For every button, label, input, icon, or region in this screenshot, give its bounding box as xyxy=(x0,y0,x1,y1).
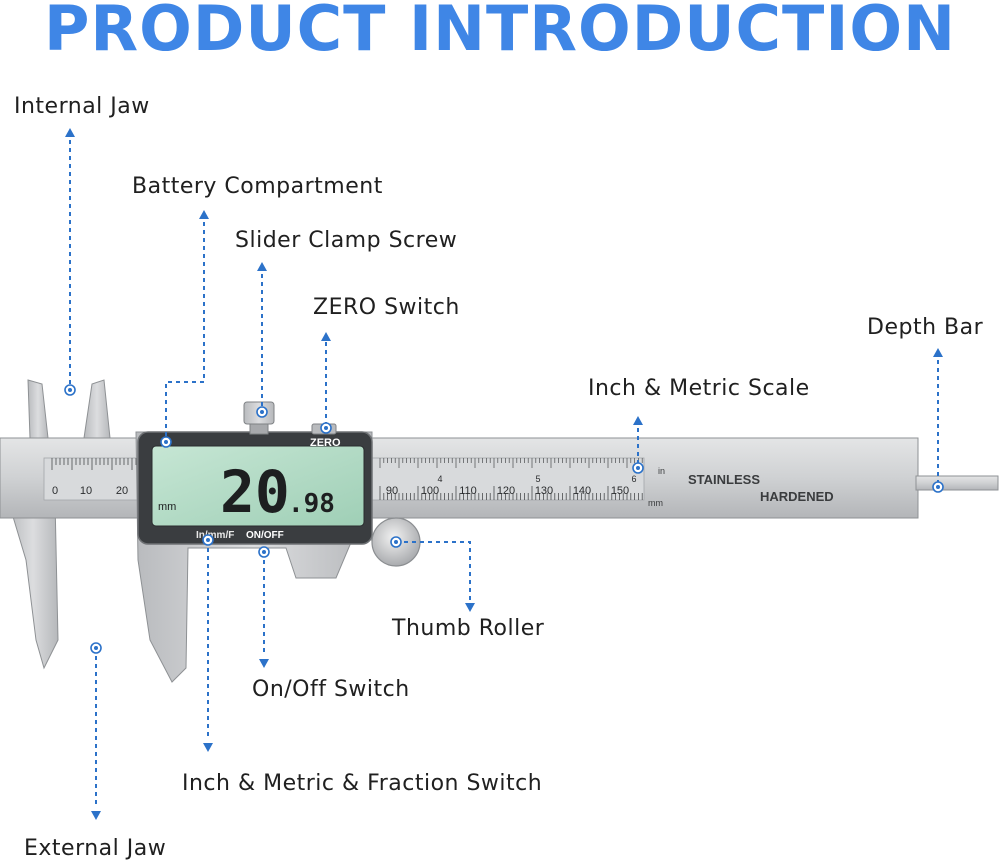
callout-arrow xyxy=(933,348,943,357)
label-external-jaw: External Jaw xyxy=(24,836,167,861)
moving-internal-jaw xyxy=(83,379,111,439)
callout-arrow xyxy=(199,210,209,219)
depth-bar xyxy=(915,475,999,491)
scale-numbers: 0 10 20 90 100 110 120 130 140 150 4 5 6 xyxy=(52,474,637,497)
callout-arrow xyxy=(91,811,101,820)
callout-dot-center xyxy=(262,550,266,554)
callout-dot-center xyxy=(68,388,72,392)
label-battery-compartment: Battery Compartment xyxy=(132,174,383,199)
callout-dot-center xyxy=(206,538,210,542)
label-fraction-switch: Inch & Metric & Fraction Switch xyxy=(182,771,543,796)
callout-dot-center xyxy=(636,466,640,470)
power-button-label: ON/OFF xyxy=(246,530,284,541)
scale-number: 20 xyxy=(116,485,128,497)
scale-number: 140 xyxy=(573,485,591,497)
engraving-stainless: STAINLESS xyxy=(688,472,760,487)
callout-leaders xyxy=(64,128,944,820)
caliper xyxy=(0,379,999,683)
lcd-unit: mm xyxy=(158,501,176,513)
callout-arrow xyxy=(465,603,475,612)
scale-number: 130 xyxy=(535,485,553,497)
inch-number: 5 xyxy=(535,474,540,484)
callout-arrow xyxy=(203,743,213,752)
label-zero-switch: ZERO Switch xyxy=(313,295,460,320)
scale-ticks xyxy=(51,458,643,500)
callout-arrow xyxy=(65,128,75,137)
callout-line xyxy=(396,541,471,600)
scale-number: 120 xyxy=(497,485,515,497)
callout-arrow xyxy=(259,659,269,668)
inch-number: 6 xyxy=(631,474,636,484)
inch-number: 4 xyxy=(437,474,442,484)
clamp-screw-neck xyxy=(249,423,269,435)
label-slider-clamp-screw: Slider Clamp Screw xyxy=(235,228,458,253)
callout-dot-center xyxy=(394,540,398,544)
lcd-reading-decimal: .98 xyxy=(288,489,335,519)
scale-number: 0 xyxy=(52,485,58,497)
callout-line xyxy=(165,222,205,442)
label-depth-bar: Depth Bar xyxy=(867,315,984,340)
callout-arrow xyxy=(633,416,643,425)
label-internal-jaw: Internal Jaw xyxy=(14,94,150,119)
lcd-reading: 20 xyxy=(220,458,290,526)
label-on-off-switch: On/Off Switch xyxy=(252,677,410,702)
callout-dot-center xyxy=(260,410,264,414)
page-title: PRODUCT INTRODUCTION xyxy=(43,0,957,65)
callout-arrow xyxy=(257,262,267,271)
label-inch-metric-scale: Inch & Metric Scale xyxy=(588,376,810,401)
fixed-external-jaw xyxy=(7,499,59,670)
callout-arrow xyxy=(321,332,331,341)
engraving-hardened: HARDENED xyxy=(760,489,834,504)
zero-button-label: ZERO xyxy=(310,437,341,449)
scale-number: 100 xyxy=(421,485,439,497)
callout-dot-center xyxy=(94,646,98,650)
lcd-screen xyxy=(151,445,365,527)
fixed-internal-jaw xyxy=(27,379,49,439)
label-thumb-roller: Thumb Roller xyxy=(392,616,545,641)
scale-unit-mm: mm xyxy=(648,498,663,508)
callout-dot-center xyxy=(164,440,168,444)
callout-dot-center xyxy=(936,485,940,489)
scale-number: 110 xyxy=(459,485,477,497)
unit-button-label: In/mm/F xyxy=(196,530,234,541)
callout-dot-center xyxy=(324,426,328,430)
scale-number: 10 xyxy=(80,485,92,497)
scale-unit-in: in xyxy=(658,466,665,476)
scale-number: 150 xyxy=(611,485,629,497)
scale-number: 90 xyxy=(386,485,398,497)
